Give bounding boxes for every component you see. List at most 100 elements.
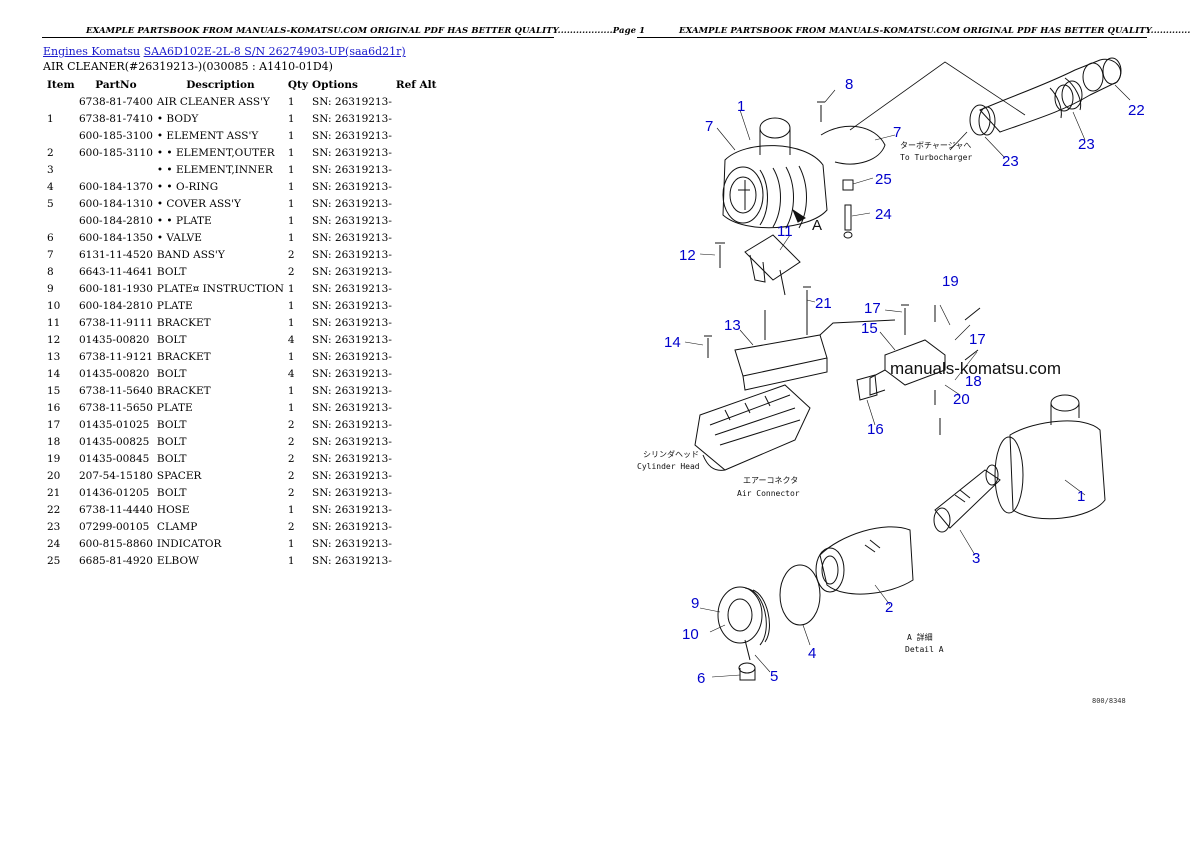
- clamp-23-drawing: [969, 80, 1083, 136]
- callout-18: 18: [965, 373, 982, 390]
- cell-options: SN: 26319213-: [312, 469, 392, 482]
- cell-item: 16: [47, 401, 61, 414]
- callout-7b: 7: [893, 124, 901, 141]
- cell-options: SN: 26319213-: [312, 231, 392, 244]
- col-header-options: Options: [312, 78, 358, 91]
- cell-partno: 6738-11-9111: [79, 316, 153, 329]
- cover-drawing: [717, 586, 770, 681]
- cell-partno: 01435-00845: [79, 452, 150, 465]
- cell-options: SN: 26319213-: [312, 197, 392, 210]
- cell-partno: 6685-81-4920: [79, 554, 153, 567]
- cell-options: SN: 26319213-: [312, 350, 392, 363]
- cell-item: 3: [47, 163, 54, 176]
- cell-ref-alt: [394, 263, 439, 280]
- indicator-drawing: [842, 179, 854, 239]
- cell-item: 12: [47, 333, 61, 346]
- cell-item: 15: [47, 384, 61, 397]
- detail-label-jp: A 詳細: [907, 632, 933, 642]
- callout-17b: 17: [969, 331, 986, 348]
- cell-description: BOLT: [156, 452, 187, 465]
- cell-item: 20: [47, 469, 61, 482]
- air-cleaner-assembly-drawing: [722, 101, 886, 229]
- cell-item: 11: [47, 316, 61, 329]
- cell-ref-alt: [394, 399, 439, 416]
- cell-item: 21: [47, 486, 61, 499]
- table-header-row: Item PartNo Description Qty Options Ref …: [43, 76, 438, 93]
- cell-description: BAND ASS'Y: [156, 248, 225, 261]
- callout-1: 1: [737, 98, 745, 115]
- cell-ref-alt: [394, 314, 439, 331]
- cell-qty: 1: [287, 299, 295, 312]
- callout-24: 24: [875, 206, 892, 223]
- cell-qty: 1: [287, 129, 295, 142]
- callout-22: 22: [1128, 102, 1145, 119]
- col-header-partno: PartNo: [95, 78, 137, 91]
- callout-23b: 23: [1002, 153, 1019, 170]
- cell-ref-alt: [394, 365, 439, 382]
- cell-options: SN: 26319213-: [312, 265, 392, 278]
- cell-qty: 1: [287, 180, 295, 193]
- cell-description: • BODY: [156, 112, 199, 125]
- callout-14: 14: [664, 334, 681, 351]
- cell-item: 14: [47, 367, 61, 380]
- callout-leaders: [684, 84, 1131, 678]
- cell-item: 8: [47, 265, 54, 278]
- element-inner-drawing: [933, 464, 1001, 533]
- cell-ref-alt: [394, 127, 439, 144]
- cell-description: ELBOW: [156, 554, 199, 567]
- cell-ref-alt: [394, 93, 439, 110]
- detail-label-en: Detail A: [905, 645, 944, 654]
- cell-qty: 2: [287, 248, 295, 261]
- page-header: EXAMPLE PARTSBOOK FROM MANUALS-KOMATSU.C…: [86, 26, 646, 36]
- cell-options: SN: 26319213-: [312, 435, 392, 448]
- cell-ref-alt: [394, 433, 439, 450]
- cell-item: 19: [47, 452, 61, 465]
- cell-qty: 1: [287, 554, 295, 567]
- cell-options: SN: 26319213-: [312, 401, 392, 414]
- callout-9: 9: [691, 595, 699, 612]
- cell-options: SN: 26319213-: [312, 282, 392, 295]
- breadcrumb: Engines Komatsu SAA6D102E-2L-8 S/N 26274…: [43, 45, 406, 58]
- callout-17: 17: [864, 300, 881, 317]
- breadcrumb-link-engines[interactable]: Engines Komatsu: [43, 45, 141, 58]
- callout-19: 19: [942, 273, 959, 290]
- cell-partno: 6131-11-4520: [79, 248, 153, 261]
- page-header: EXAMPLE PARTSBOOK FROM MANUALS-KOMATSU.C…: [679, 26, 1190, 36]
- cell-item: 9: [47, 282, 54, 295]
- breadcrumb-link-model[interactable]: SAA6D102E-2L-8 S/N 26274903-UP(saa6d21r): [143, 45, 406, 58]
- cell-partno: 600-184-1350: [79, 231, 153, 244]
- cylinder-head-label-en: Cylinder Head: [637, 462, 700, 471]
- cell-partno: 01435-00820: [79, 367, 150, 380]
- cell-ref-alt: [394, 382, 439, 399]
- cell-partno: 600-184-2810: [79, 299, 153, 312]
- cell-options: SN: 26319213-: [312, 452, 392, 465]
- cell-qty: 1: [287, 384, 295, 397]
- cell-item: [43, 93, 77, 110]
- cell-description: BRACKET: [156, 384, 211, 397]
- cell-options: SN: 26319213-: [312, 418, 392, 431]
- cell-partno: [77, 161, 155, 178]
- cell-options: SN: 26319213-: [312, 316, 392, 329]
- cell-item: 2: [47, 146, 54, 159]
- cell-partno: 600-185-3100: [79, 129, 153, 142]
- cell-options: SN: 26319213-: [312, 367, 392, 380]
- callout-5: 5: [770, 668, 778, 685]
- cell-qty: 2: [287, 520, 295, 533]
- parts-list-page: EXAMPLE PARTSBOOK FROM MANUALS-KOMATSU.C…: [42, 26, 645, 569]
- cell-description: BRACKET: [156, 350, 211, 363]
- cell-ref-alt: [394, 212, 439, 229]
- cell-options: SN: 26319213-: [312, 554, 392, 567]
- cell-partno: 01435-00820: [79, 333, 150, 346]
- cell-qty: 1: [287, 537, 295, 550]
- header-divider: [42, 37, 554, 38]
